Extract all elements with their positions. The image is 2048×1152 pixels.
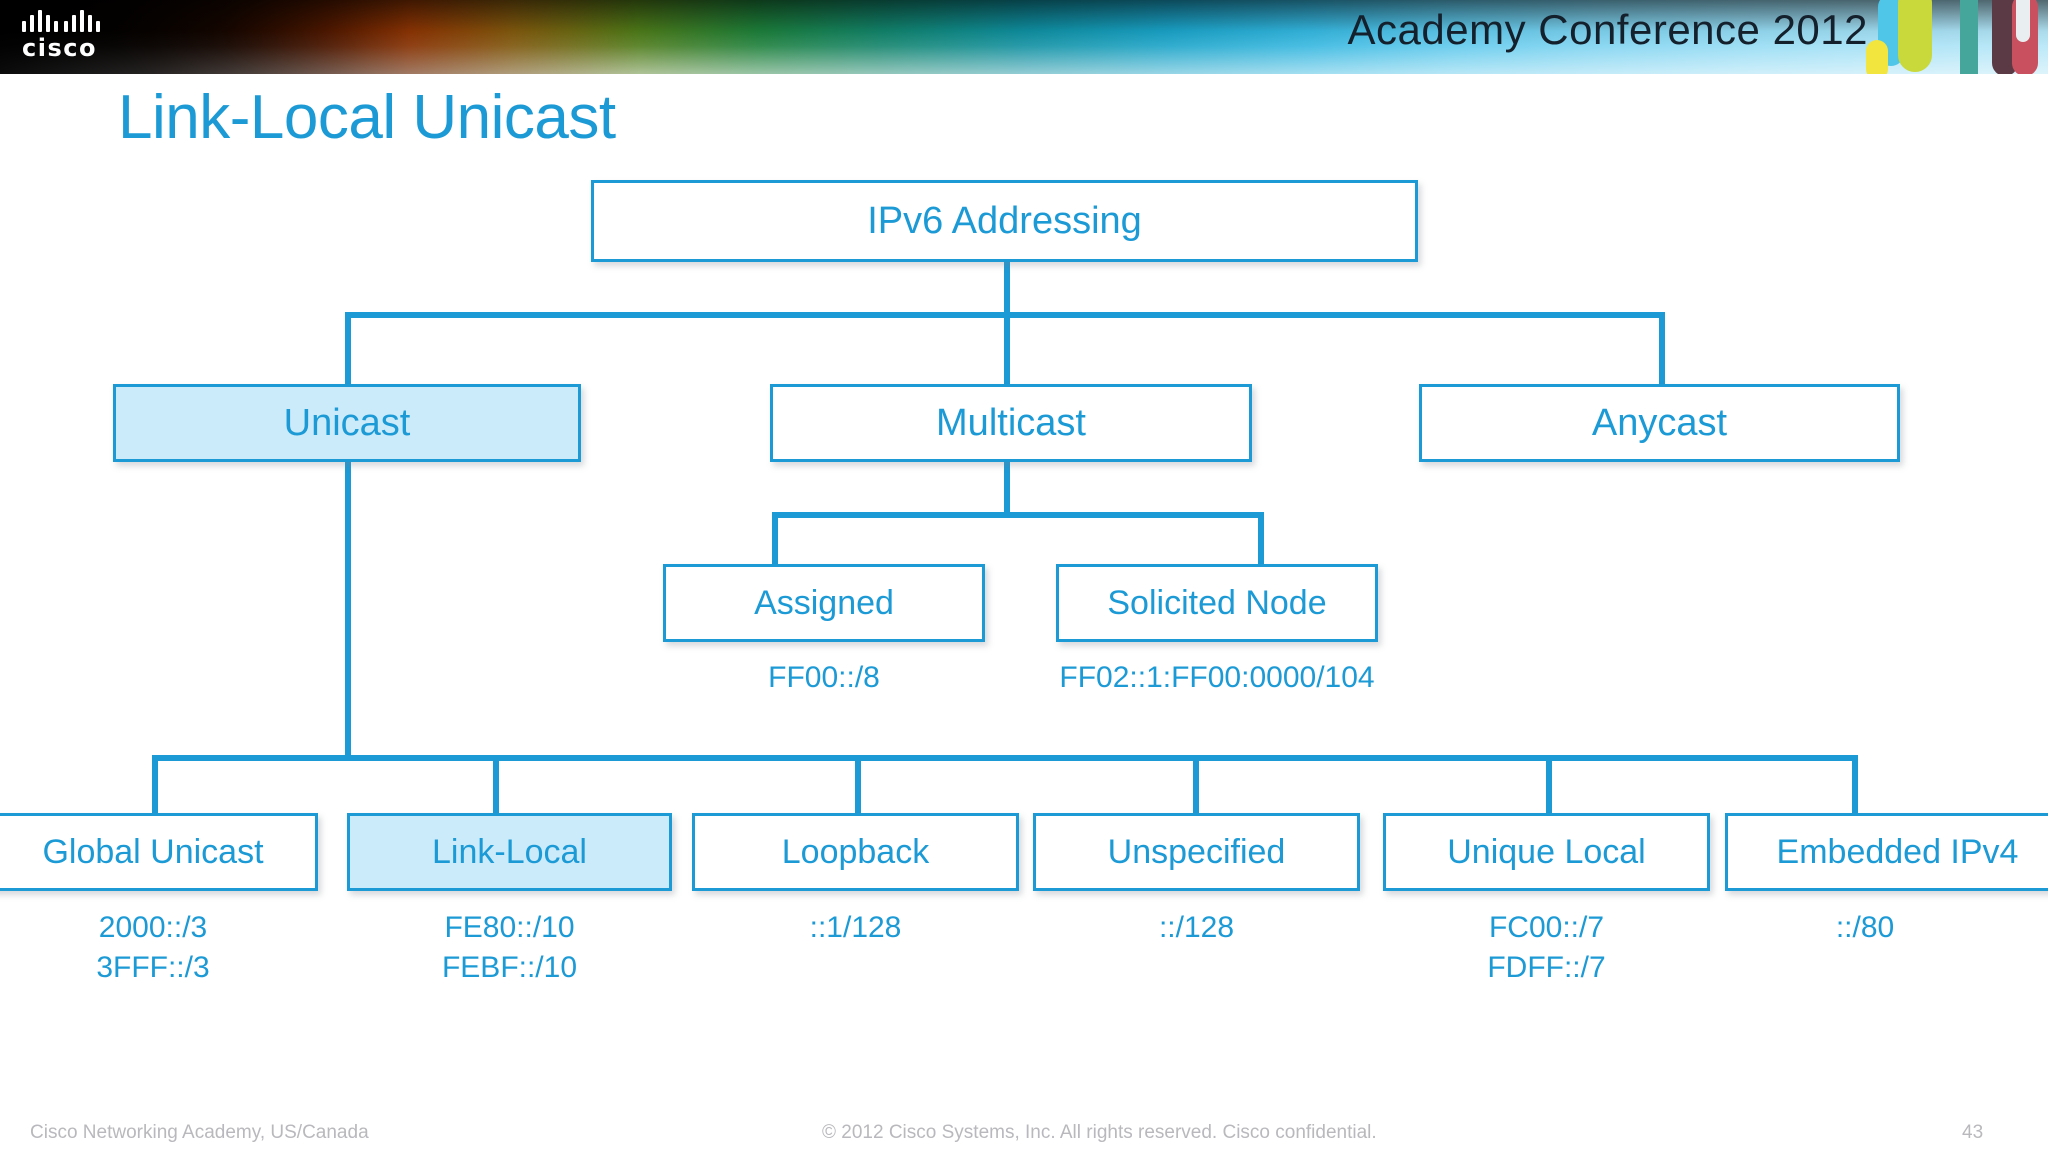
cisco-bridge-logo-icon bbox=[22, 8, 114, 32]
caption-assigned: FF00::/8 bbox=[768, 661, 880, 694]
caption-unique-local: FC00::/7 FDFF::/7 bbox=[1487, 911, 1606, 984]
node-unspecified[interactable]: Unspecified bbox=[1033, 813, 1360, 891]
node-label: IPv6 Addressing bbox=[867, 200, 1142, 242]
header-dark-overlay bbox=[0, 0, 640, 74]
connector-to-solicited bbox=[1258, 512, 1264, 564]
connector-to-unicast bbox=[345, 312, 351, 384]
node-unicast[interactable]: Unicast bbox=[113, 384, 581, 462]
node-label: Unicast bbox=[283, 402, 411, 444]
caption-link-local: FE80::/10 FEBF::/10 bbox=[441, 911, 578, 984]
caption-embedded-ipv4: ::/80 bbox=[1835, 911, 1895, 944]
node-ipv6-addressing[interactable]: IPv6 Addressing bbox=[591, 180, 1418, 262]
connector-unicast-down bbox=[345, 462, 351, 758]
connector-to-global bbox=[152, 755, 158, 813]
caption-solicited-node: FF02::1:FF00:0000/104 bbox=[1059, 661, 1375, 694]
node-assigned[interactable]: Assigned bbox=[663, 564, 985, 642]
footer-page-number: 43 bbox=[1962, 1122, 1984, 1143]
connector-unicast-bus bbox=[152, 755, 1858, 761]
node-embedded-ipv4[interactable]: Embedded IPv4 bbox=[1725, 813, 2048, 891]
connector-to-assigned bbox=[772, 512, 778, 564]
deco-pill-lemon bbox=[1866, 40, 1888, 74]
connector-to-linklocal bbox=[493, 755, 499, 813]
node-anycast[interactable]: Anycast bbox=[1419, 384, 1900, 462]
node-label: Loopback bbox=[781, 833, 930, 871]
connector-root-down bbox=[1004, 262, 1010, 318]
node-unique-local[interactable]: Unique Local bbox=[1383, 813, 1710, 891]
node-label: Multicast bbox=[936, 402, 1086, 444]
caption-unspecified: ::/128 bbox=[1158, 911, 1235, 944]
connector-multicast-bus bbox=[772, 512, 1264, 518]
node-label: Global Unicast bbox=[42, 833, 264, 871]
caption-loopback: ::1/128 bbox=[809, 911, 902, 944]
node-label: Unspecified bbox=[1107, 833, 1286, 871]
connector-to-loopback bbox=[855, 755, 861, 813]
connector-to-multicast bbox=[1004, 312, 1010, 384]
node-label: Assigned bbox=[754, 584, 894, 622]
cisco-wordmark: cisco bbox=[22, 34, 97, 62]
node-solicited-node[interactable]: Solicited Node bbox=[1056, 564, 1378, 642]
connector-multicast-down bbox=[1004, 462, 1010, 518]
connector-to-unspecified bbox=[1193, 755, 1199, 813]
deco-pill-white bbox=[2016, 0, 2030, 42]
connector-to-anycast bbox=[1659, 312, 1665, 384]
node-global-unicast[interactable]: Global Unicast bbox=[0, 813, 318, 891]
node-link-local[interactable]: Link-Local bbox=[347, 813, 672, 891]
node-label: Embedded IPv4 bbox=[1776, 833, 2019, 871]
caption-global-unicast: 2000::/3 3FFF::/3 bbox=[96, 911, 210, 984]
node-label: Solicited Node bbox=[1107, 584, 1327, 622]
node-loopback[interactable]: Loopback bbox=[692, 813, 1019, 891]
node-multicast[interactable]: Multicast bbox=[770, 384, 1252, 462]
page-title: Link-Local Unicast bbox=[118, 83, 616, 152]
connector-to-embedded bbox=[1852, 755, 1858, 813]
node-label: Unique Local bbox=[1447, 833, 1646, 871]
footer-copyright: © 2012 Cisco Systems, Inc. All rights re… bbox=[822, 1122, 1377, 1143]
deco-pill-teal bbox=[1960, 0, 1978, 74]
deco-pill-yellow bbox=[1898, 0, 1932, 72]
connector-to-uniquelocal bbox=[1546, 755, 1552, 813]
node-label: Anycast bbox=[1591, 402, 1728, 444]
header-banner: cisco Academy Conference 2012 bbox=[0, 0, 2048, 74]
conference-title: Academy Conference 2012 bbox=[1347, 6, 1868, 53]
node-label: Link-Local bbox=[432, 833, 587, 871]
cisco-logo: cisco bbox=[22, 8, 114, 64]
footer-left-text: Cisco Networking Academy, US/Canada bbox=[30, 1122, 369, 1143]
